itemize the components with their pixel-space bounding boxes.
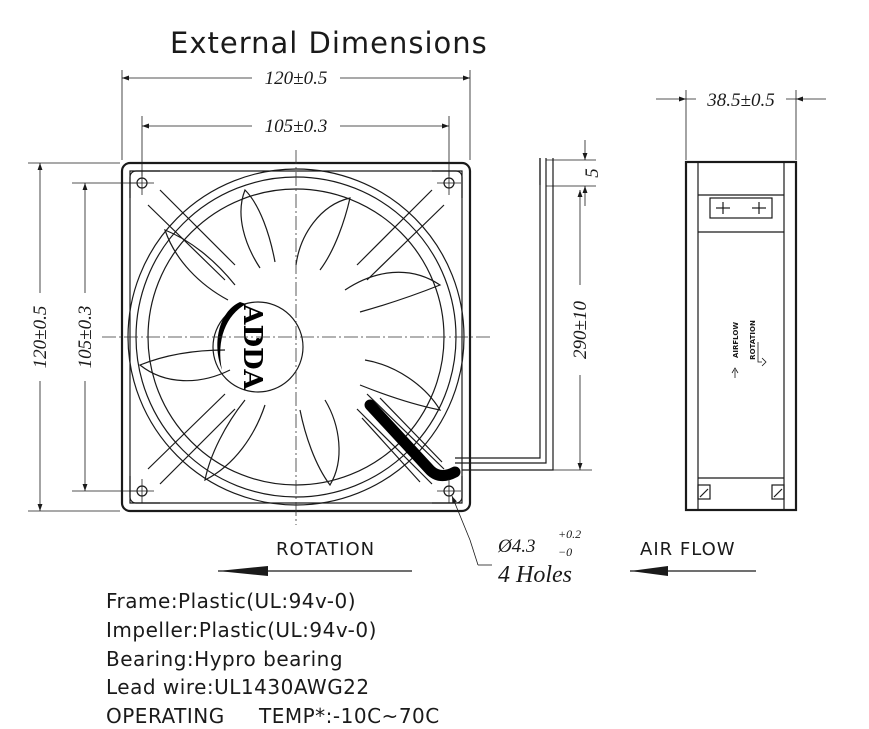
frame-spokes xyxy=(147,189,445,485)
front-view: ADDA xyxy=(28,66,603,588)
side-airflow-arrow xyxy=(731,367,739,378)
side-airflow-label: AIRFLOW xyxy=(732,322,740,358)
logo-swoosh xyxy=(217,302,246,370)
rotation-label: ROTATION xyxy=(276,539,375,560)
dim-lead-offset: 5 xyxy=(546,140,603,206)
dim-overall-width-label: 120±0.5 xyxy=(265,68,328,89)
dim-depth-label: 38.5±0.5 xyxy=(706,90,774,111)
spec-impeller: Impeller:Plastic(UL:94v-0) xyxy=(106,618,377,642)
impeller-hub xyxy=(212,301,304,393)
side-feet xyxy=(697,484,785,500)
dim-depth: 38.5±0.5 xyxy=(656,88,826,160)
dim-hole-width: 105±0.3 xyxy=(141,114,450,176)
hole-tolerance-upper: +0.2 xyxy=(558,527,581,541)
airflow-label: AIR FLOW xyxy=(640,539,736,560)
spec-frame: Frame:Plastic(UL:94v-0) xyxy=(106,589,357,613)
spec-operating-temp: OPERATING TEMP*:-10C~70C xyxy=(106,704,440,728)
dim-overall-height-label: 120±0.5 xyxy=(30,306,51,369)
terminal-block xyxy=(709,197,773,219)
hub-dot xyxy=(256,338,260,342)
airflow-arrow-head xyxy=(630,566,668,576)
impeller-blades xyxy=(138,188,442,487)
side-rotation-arrow xyxy=(757,342,767,367)
lead-wire-channel xyxy=(361,397,443,483)
lead-wire-exit xyxy=(364,399,461,481)
adda-logo: ADDA xyxy=(237,303,267,390)
hole-tolerance-lower: −0 xyxy=(558,545,572,559)
side-view: AIRFLOW ROTATION 38.5±0.5 AIR FLOW xyxy=(630,88,826,576)
dim-hole-width-label: 105±0.3 xyxy=(265,116,328,137)
hole-diameter-label: Ø4.3 xyxy=(497,536,535,557)
spec-bearing: Bearing:Hypro bearing xyxy=(106,647,344,671)
dim-overall-width: 120±0.5 xyxy=(121,66,471,160)
drawing-title: External Dimensions xyxy=(170,26,488,60)
dim-overall-height: 120±0.5 xyxy=(28,162,120,512)
hole-callout: Ø4.3 +0.2 −0 4 Holes xyxy=(451,495,581,588)
spec-lead-wire: Lead wire:UL1430AWG22 xyxy=(106,675,370,699)
side-frame-outline xyxy=(684,160,798,512)
dim-lead-length: 290±10 xyxy=(553,190,592,471)
terminal-pins xyxy=(716,202,766,214)
dim-hole-height: 105±0.3 xyxy=(72,182,136,492)
hole-count-label: 4 Holes xyxy=(498,562,572,588)
dim-hole-height-label: 105±0.3 xyxy=(75,306,96,369)
dim-lead-offset-label: 5 xyxy=(582,168,603,178)
rotation-arrow-head xyxy=(218,566,268,576)
corner-pads xyxy=(129,170,463,504)
dim-lead-length-label: 290±10 xyxy=(570,301,591,359)
side-rotation-label: ROTATION xyxy=(749,320,757,360)
